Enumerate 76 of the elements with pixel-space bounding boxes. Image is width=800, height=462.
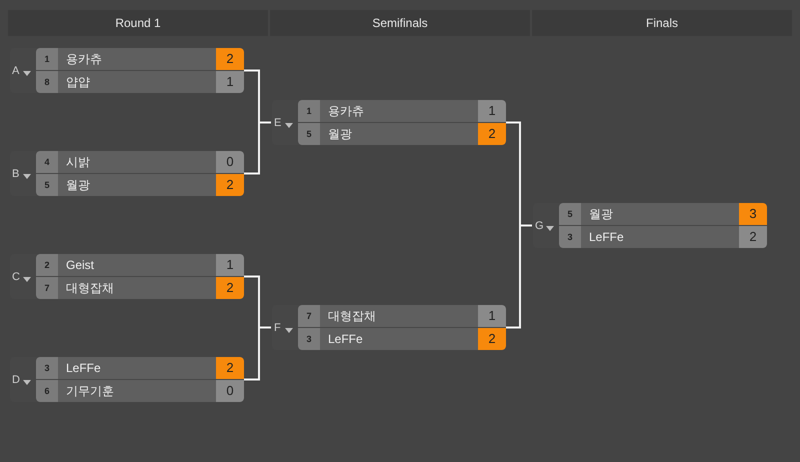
score-value: 2 bbox=[478, 328, 506, 350]
match-label: D bbox=[12, 374, 20, 386]
player-row bbox=[36, 380, 244, 402]
match-label: E bbox=[274, 117, 282, 129]
player-row bbox=[36, 277, 244, 299]
score-value: 1 bbox=[216, 71, 244, 93]
score-value: 2 bbox=[478, 123, 506, 145]
seed-number: 8 bbox=[36, 71, 58, 93]
player-name: 월광 bbox=[327, 126, 353, 143]
round-header: Semifinals bbox=[270, 10, 530, 36]
seed-number: 1 bbox=[36, 48, 58, 70]
seed-number: 5 bbox=[36, 174, 58, 196]
seed-number: 2 bbox=[36, 254, 58, 276]
round-header: Round 1 bbox=[8, 10, 268, 36]
player-row bbox=[298, 123, 506, 145]
player-row bbox=[36, 48, 244, 70]
match-label: C bbox=[12, 271, 20, 283]
player-name: 월광 bbox=[65, 177, 91, 194]
bracket-line bbox=[244, 122, 271, 174]
player-name: 시밝 bbox=[65, 154, 91, 171]
player-name: 대형잡채 bbox=[327, 308, 377, 325]
seed-number: 1 bbox=[298, 100, 320, 122]
player-row bbox=[559, 226, 767, 248]
seed-number: 7 bbox=[298, 305, 320, 327]
score-value: 1 bbox=[478, 100, 506, 122]
match-card bbox=[10, 254, 244, 299]
seed-number: 7 bbox=[36, 277, 58, 299]
player-row bbox=[36, 254, 244, 276]
player-name: 기무기훈 bbox=[65, 383, 115, 400]
player-name: 월광 bbox=[588, 206, 614, 223]
match-label: B bbox=[12, 168, 20, 180]
match-label: F bbox=[274, 322, 281, 334]
seed-number: 5 bbox=[298, 123, 320, 145]
score-value: 2 bbox=[216, 277, 244, 299]
player-row bbox=[36, 71, 244, 93]
match-card bbox=[10, 357, 244, 402]
score-value: 0 bbox=[216, 380, 244, 402]
player-row bbox=[559, 203, 767, 225]
match-card bbox=[10, 151, 244, 196]
score-value: 2 bbox=[216, 174, 244, 196]
player-row bbox=[36, 357, 244, 379]
score-value: 1 bbox=[216, 254, 244, 276]
player-name: 대형잡채 bbox=[65, 280, 115, 297]
seed-number: 3 bbox=[559, 226, 581, 248]
player-name: 용카츄 bbox=[327, 103, 365, 120]
seed-number: 6 bbox=[36, 380, 58, 402]
match-card bbox=[533, 203, 767, 248]
round-header: Finals bbox=[532, 10, 792, 36]
score-value: 1 bbox=[478, 305, 506, 327]
match-card bbox=[272, 100, 506, 145]
score-value: 3 bbox=[739, 203, 767, 225]
player-name: LeFFe bbox=[327, 331, 364, 348]
score-value: 0 bbox=[216, 151, 244, 173]
player-row bbox=[298, 100, 506, 122]
player-row bbox=[298, 328, 506, 350]
match-card bbox=[10, 48, 244, 93]
score-value: 2 bbox=[216, 48, 244, 70]
seed-number: 5 bbox=[559, 203, 581, 225]
score-value: 2 bbox=[739, 226, 767, 248]
player-name: Geist bbox=[65, 257, 96, 274]
match-card bbox=[272, 305, 506, 350]
player-name: LeFFe bbox=[65, 360, 102, 377]
match-label: A bbox=[12, 65, 20, 77]
match-label: G bbox=[535, 220, 544, 232]
player-row bbox=[298, 305, 506, 327]
player-name: LeFFe bbox=[588, 229, 625, 246]
score-value: 2 bbox=[216, 357, 244, 379]
player-row bbox=[36, 174, 244, 196]
player-name: 얍얍 bbox=[65, 74, 91, 91]
bracket-line bbox=[506, 224, 532, 328]
seed-number: 3 bbox=[298, 328, 320, 350]
player-name: 용카츄 bbox=[65, 51, 103, 68]
player-row bbox=[36, 151, 244, 173]
bracket-line bbox=[244, 326, 271, 380]
seed-number: 4 bbox=[36, 151, 58, 173]
seed-number: 3 bbox=[36, 357, 58, 379]
